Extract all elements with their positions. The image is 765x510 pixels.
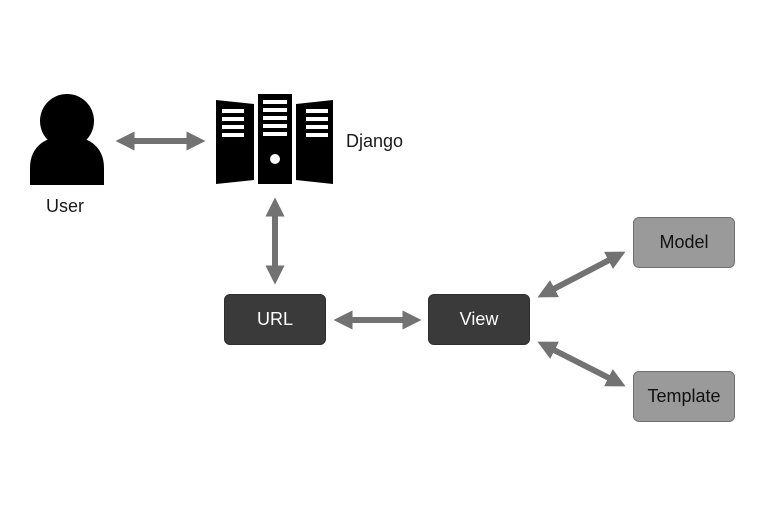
arrow-view-template [537,341,626,387]
django-label: Django [346,131,404,151]
model-node: Model [633,217,735,268]
user-label: User [46,196,85,216]
user-icon [30,94,104,185]
arrow-view-model [537,251,626,298]
template-node: Template [633,371,735,422]
url-node: URL [224,294,326,345]
view-node: View [428,294,530,345]
server-icon [216,94,333,184]
